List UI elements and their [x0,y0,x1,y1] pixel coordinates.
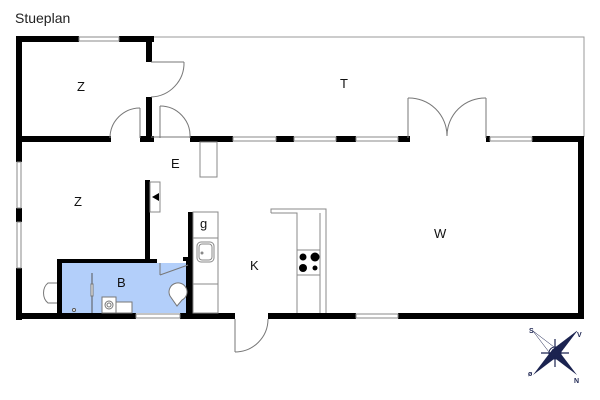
room-label-z2: Z [74,194,82,209]
room-label-w: W [434,226,447,241]
arrow-icon [152,193,159,201]
compass-label-n: N [574,378,579,385]
doors [109,61,487,353]
room-label-e: E [171,156,180,171]
compass-rose-icon: S V ø N [528,328,582,385]
kitchen-counter [270,208,327,313]
terrace-outline [151,36,585,137]
room-label-b: B [117,275,126,290]
compass-label-s: S [529,328,534,335]
room-label-g: g [200,216,207,231]
compass-label-v: V [577,332,582,339]
windows [16,36,533,319]
walls [16,36,584,320]
room-label-t: T [340,76,348,91]
plan-title: Stueplan [15,10,71,26]
bathroom-fixtures [43,273,188,314]
room-labels: Z T E Z g W K B [74,76,447,290]
room-label-k: K [250,258,259,273]
stove-icon [299,252,320,272]
compass-label-o: ø [528,371,533,378]
hall-fixtures [149,141,218,213]
room-label-z1: Z [77,79,85,94]
utility-fixtures [192,211,219,314]
